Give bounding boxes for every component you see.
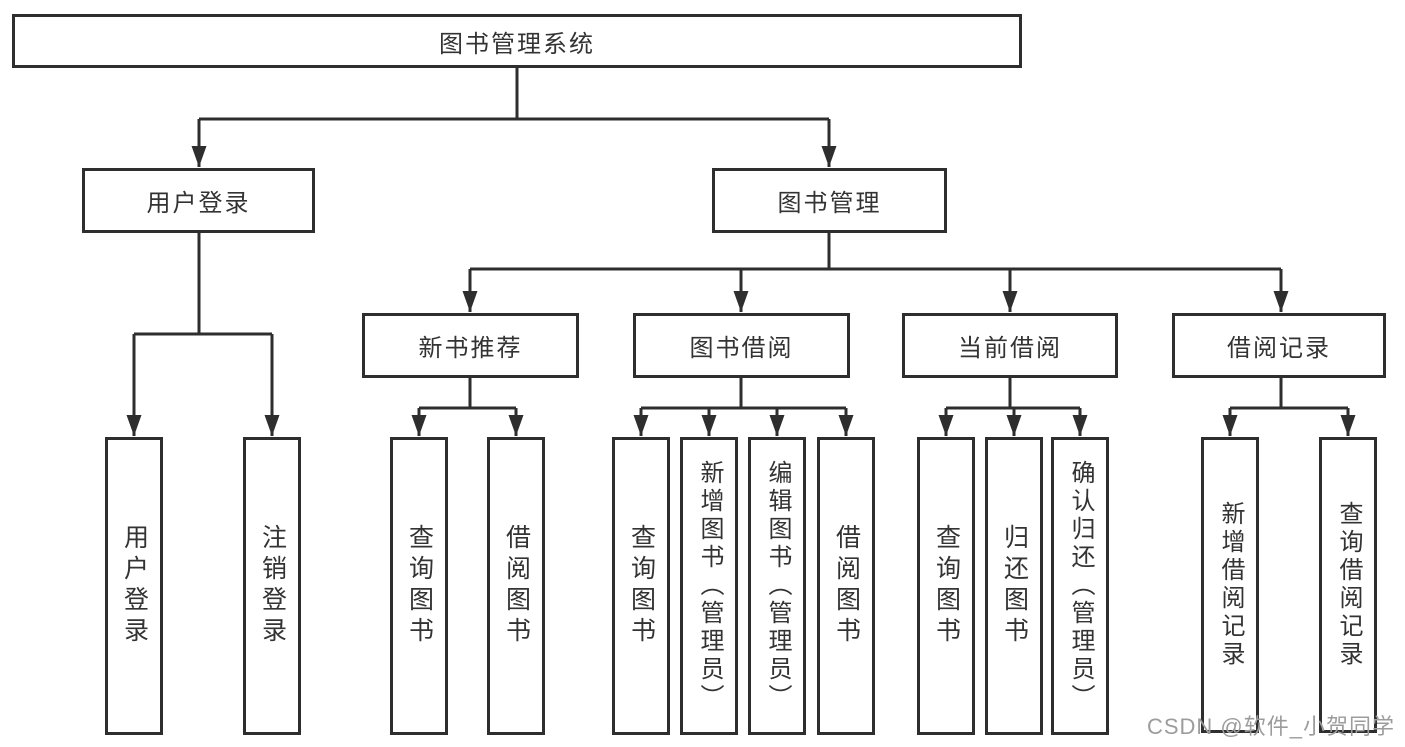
leaf-query-borrow-record: 查询借阅记录 <box>1319 437 1377 733</box>
node-current-borrow: 当前借阅 <box>902 313 1118 378</box>
leaf-logout-action-label: 注销登录 <box>258 524 287 648</box>
leaf-query-book-recommend: 查询图书 <box>390 437 448 735</box>
node-root-system-label: 图书管理系统 <box>439 30 595 58</box>
leaf-add-borrow-record: 新增借阅记录 <box>1201 437 1259 733</box>
leaf-user-login-action: 用户登录 <box>105 437 163 735</box>
csdn-watermark: CSDN @软件_小贺同学 <box>1146 714 1395 739</box>
node-borrow-records-label: 借阅记录 <box>1227 335 1331 362</box>
node-book-management: 图书管理 <box>712 168 947 233</box>
leaf-borrow-book-recommend-label: 借阅图书 <box>502 524 531 648</box>
leaf-confirm-return-admin-label: 确认归还（管理员） <box>1067 460 1094 712</box>
leaf-query-book-borrow: 查询图书 <box>612 437 670 735</box>
node-user-login-label: 用户登录 <box>146 190 251 217</box>
leaf-borrow-book: 借阅图书 <box>817 437 875 735</box>
leaf-query-book-borrow-label: 查询图书 <box>627 524 656 648</box>
node-borrow-records: 借阅记录 <box>1172 313 1386 378</box>
node-user-login: 用户登录 <box>82 168 315 233</box>
leaf-user-login-action-label: 用户登录 <box>120 524 149 648</box>
node-new-book-recommend-label: 新书推荐 <box>418 335 523 362</box>
leaf-add-book-admin-label: 新增图书（管理员） <box>696 460 723 712</box>
leaf-query-book-current-label: 查询图书 <box>932 524 961 648</box>
leaf-return-book: 归还图书 <box>985 437 1043 735</box>
leaf-logout-action: 注销登录 <box>243 437 301 735</box>
leaf-borrow-book-recommend: 借阅图书 <box>487 437 545 735</box>
leaf-edit-book-admin-label: 编辑图书（管理员） <box>764 460 791 712</box>
leaf-edit-book-admin: 编辑图书（管理员） <box>748 437 806 735</box>
node-book-borrow-label: 图书借阅 <box>689 335 794 362</box>
leaf-confirm-return-admin: 确认归还（管理员） <box>1051 437 1109 735</box>
node-root-system: 图书管理系统 <box>12 14 1022 68</box>
leaf-add-book-admin: 新增图书（管理员） <box>680 437 738 735</box>
leaf-query-borrow-record-label: 查询借阅记录 <box>1335 501 1362 669</box>
node-new-book-recommend: 新书推荐 <box>362 313 579 378</box>
node-book-management-label: 图书管理 <box>777 190 882 217</box>
node-current-borrow-label: 当前借阅 <box>958 335 1062 362</box>
leaf-borrow-book-label: 借阅图书 <box>832 524 861 648</box>
leaf-query-book-recommend-label: 查询图书 <box>405 524 434 648</box>
leaf-return-book-label: 归还图书 <box>1000 524 1029 648</box>
leaf-query-book-current: 查询图书 <box>917 437 975 735</box>
leaf-add-borrow-record-label: 新增借阅记录 <box>1217 501 1244 669</box>
node-book-borrow: 图书借阅 <box>633 313 850 378</box>
